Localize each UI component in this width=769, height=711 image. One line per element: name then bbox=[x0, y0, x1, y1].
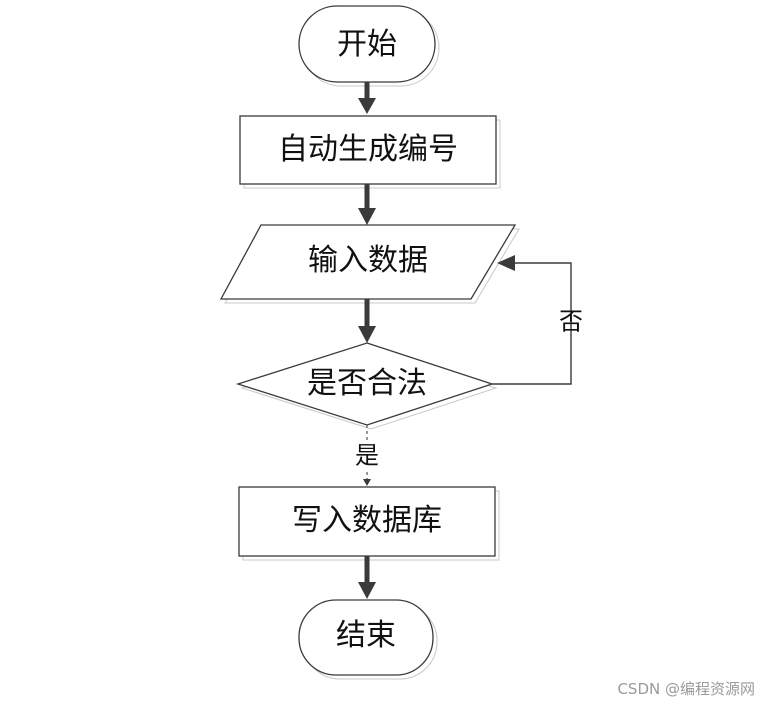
node-input-data-label: 输入数据 bbox=[308, 243, 428, 278]
node-start-label: 开始 bbox=[337, 27, 397, 62]
node-end-label: 结束 bbox=[336, 618, 396, 653]
node-write-db-label: 写入数据库 bbox=[292, 503, 442, 538]
node-input-data: 输入数据 bbox=[219, 224, 520, 304]
edge-no-label: 否 bbox=[559, 308, 583, 336]
arrow-no-loop bbox=[492, 255, 572, 385]
node-write-db-shape bbox=[238, 486, 496, 557]
node-write-db: 写入数据库 bbox=[238, 486, 500, 561]
arrow-write-to-end bbox=[358, 556, 376, 599]
node-decision-label: 是否合法 bbox=[307, 366, 427, 401]
node-generate-id: 自动生成编号 bbox=[239, 115, 501, 189]
watermark-text: CSDN @编程资源网 bbox=[617, 680, 755, 698]
node-start: 开始 bbox=[298, 5, 440, 87]
arrow-input-to-decision bbox=[358, 299, 376, 343]
node-end-shape bbox=[298, 599, 434, 676]
node-input-data-shape bbox=[219, 224, 517, 300]
node-end: 结束 bbox=[298, 599, 438, 680]
node-decision: 是否合法 bbox=[235, 342, 498, 430]
node-generate-id-shape bbox=[239, 115, 497, 185]
arrow-generate-to-input bbox=[358, 184, 376, 225]
edge-yes-label: 是 bbox=[355, 442, 379, 470]
arrow-start-to-generate bbox=[358, 82, 376, 114]
node-generate-id-label: 自动生成编号 bbox=[278, 132, 458, 167]
arrow-yes-path bbox=[363, 425, 371, 486]
